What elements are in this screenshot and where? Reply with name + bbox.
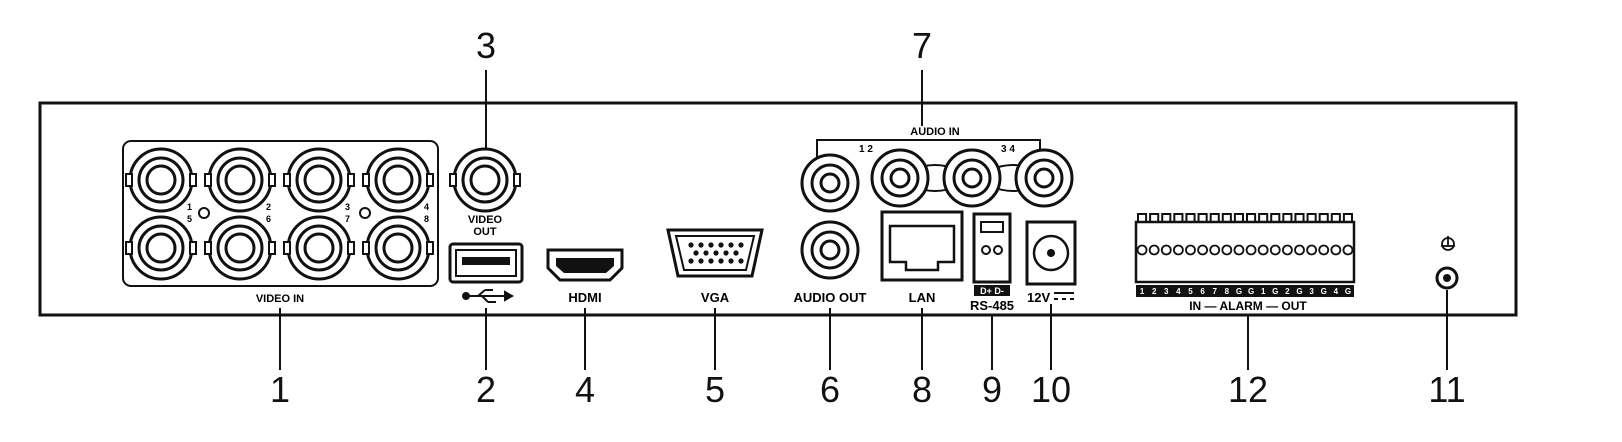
alarm-pin-number: 7 [1212,287,1217,296]
video-ch-label-6: 6 [266,214,271,224]
alarm-screw [1233,244,1245,256]
alarm-screw [1330,244,1342,256]
rca-audio-in-3[interactable] [942,148,1002,208]
alarm-pin-number: 3 [1164,287,1169,296]
alarm-screw [1185,244,1196,256]
callout-2: 2 [476,369,496,410]
rca-audio-in-4[interactable] [1014,148,1074,208]
video-ch-label-1: 1 [187,202,192,212]
alarm-screw [1269,244,1281,256]
vga-port[interactable] [666,228,764,278]
alarm-screw [1221,244,1233,256]
alarm-pin-number: 8 [1225,287,1230,296]
video-out-label-2: OUT [473,226,497,238]
alarm-screw [1197,244,1209,256]
alarm-pin-number: 2 [1285,287,1290,296]
alarm-pin-number: G [1296,287,1302,296]
alarm-pin-number: 3 [1309,287,1314,296]
alarm-label: IN — ALARM — OUT [1189,299,1307,313]
callout-3: 3 [476,25,496,66]
callout-10: 10 [1031,369,1071,410]
alarm-pin-number: 1 [1261,287,1266,296]
alarm-pin-number: G [1236,287,1242,296]
alarm-screw [1281,244,1293,256]
alarm-screw [1257,244,1269,256]
audio-in-block: AUDIO IN 1 2 3 4 [800,126,1074,213]
callout-leaders [279,70,1448,370]
video-ch-label-5: 5 [187,214,192,224]
lan-port[interactable] [880,210,964,282]
callout-5: 5 [705,369,725,410]
alarm-screw [1318,244,1330,256]
video-ch-label-7: 7 [345,214,350,224]
video-out-label-1: VIDEO [468,214,503,226]
alarm-screw [1294,244,1305,256]
vga-label: VGA [701,290,730,305]
usb-icon [462,289,515,303]
audio-in-label: AUDIO IN [910,126,960,138]
rca-audio-out[interactable] [800,220,860,280]
video-in-block: 1 5 2 6 3 7 4 8 VIDEO IN [122,140,439,305]
alarm-screw [1172,244,1184,256]
alarm-pin-number: 2 [1152,287,1157,296]
video-ch-label-3: 3 [345,202,350,212]
rs485-label: RS-485 [970,298,1014,313]
hdmi-port[interactable] [546,248,624,282]
rca-audio-in-1[interactable] [800,153,860,213]
alarm-pin-number: G [1248,287,1254,296]
callout-9: 9 [982,369,1002,410]
alarm-pin-number: G [1272,287,1278,296]
audio-in-pair-3-4: 3 4 [1001,144,1015,155]
alarm-screw [1136,244,1148,256]
audio-in-pair-1-2: 1 2 [859,144,873,155]
callout-11: 11 [1428,369,1465,410]
ground-terminal[interactable] [1435,266,1459,290]
rs485-pins-label: D+ D- [980,286,1004,296]
video-ch-label-4: 4 [424,202,429,212]
power-label: 12V [1027,290,1050,305]
dc-power-icon [1054,292,1074,300]
alarm-screw [1342,244,1354,256]
video-ch-label-2: 2 [266,202,271,212]
rca-audio-in-2[interactable] [870,148,930,208]
alarm-pin-number: G [1321,287,1327,296]
callout-numbers: 1 2 3 4 5 6 7 8 9 10 12 11 [270,25,1466,410]
video-ch-label-8: 8 [424,214,429,224]
alarm-pin-number: 4 [1334,287,1339,296]
callout-12: 12 [1228,369,1268,410]
alarm-screw [1245,244,1257,256]
callout-8: 8 [912,369,932,410]
callout-6: 6 [820,369,840,410]
ground-icon [1441,236,1455,251]
rs485-port[interactable] [972,212,1012,284]
callout-7: 7 [912,25,932,66]
alarm-pin-number: 6 [1200,287,1205,296]
video-in-label: VIDEO IN [256,293,304,305]
alarm-screw [1160,244,1172,256]
lan-label: LAN [909,290,936,305]
alarm-screw [1306,244,1318,256]
alarm-screw [1148,244,1160,256]
dc-power-port[interactable] [1025,220,1077,286]
usb-port[interactable] [448,242,524,284]
hdmi-label: HDMI [568,290,601,305]
callout-1: 1 [270,369,290,410]
rs485-pin-bar [974,285,1010,296]
alarm-screw [1209,244,1221,256]
alarm-pin-number: 5 [1188,287,1193,296]
alarm-pin-number: 1 [1140,287,1145,296]
alarm-pin-number: 4 [1176,287,1181,296]
callout-4: 4 [575,369,595,410]
alarm-pin-number: G [1345,287,1351,296]
audio-out-label: AUDIO OUT [794,290,867,305]
